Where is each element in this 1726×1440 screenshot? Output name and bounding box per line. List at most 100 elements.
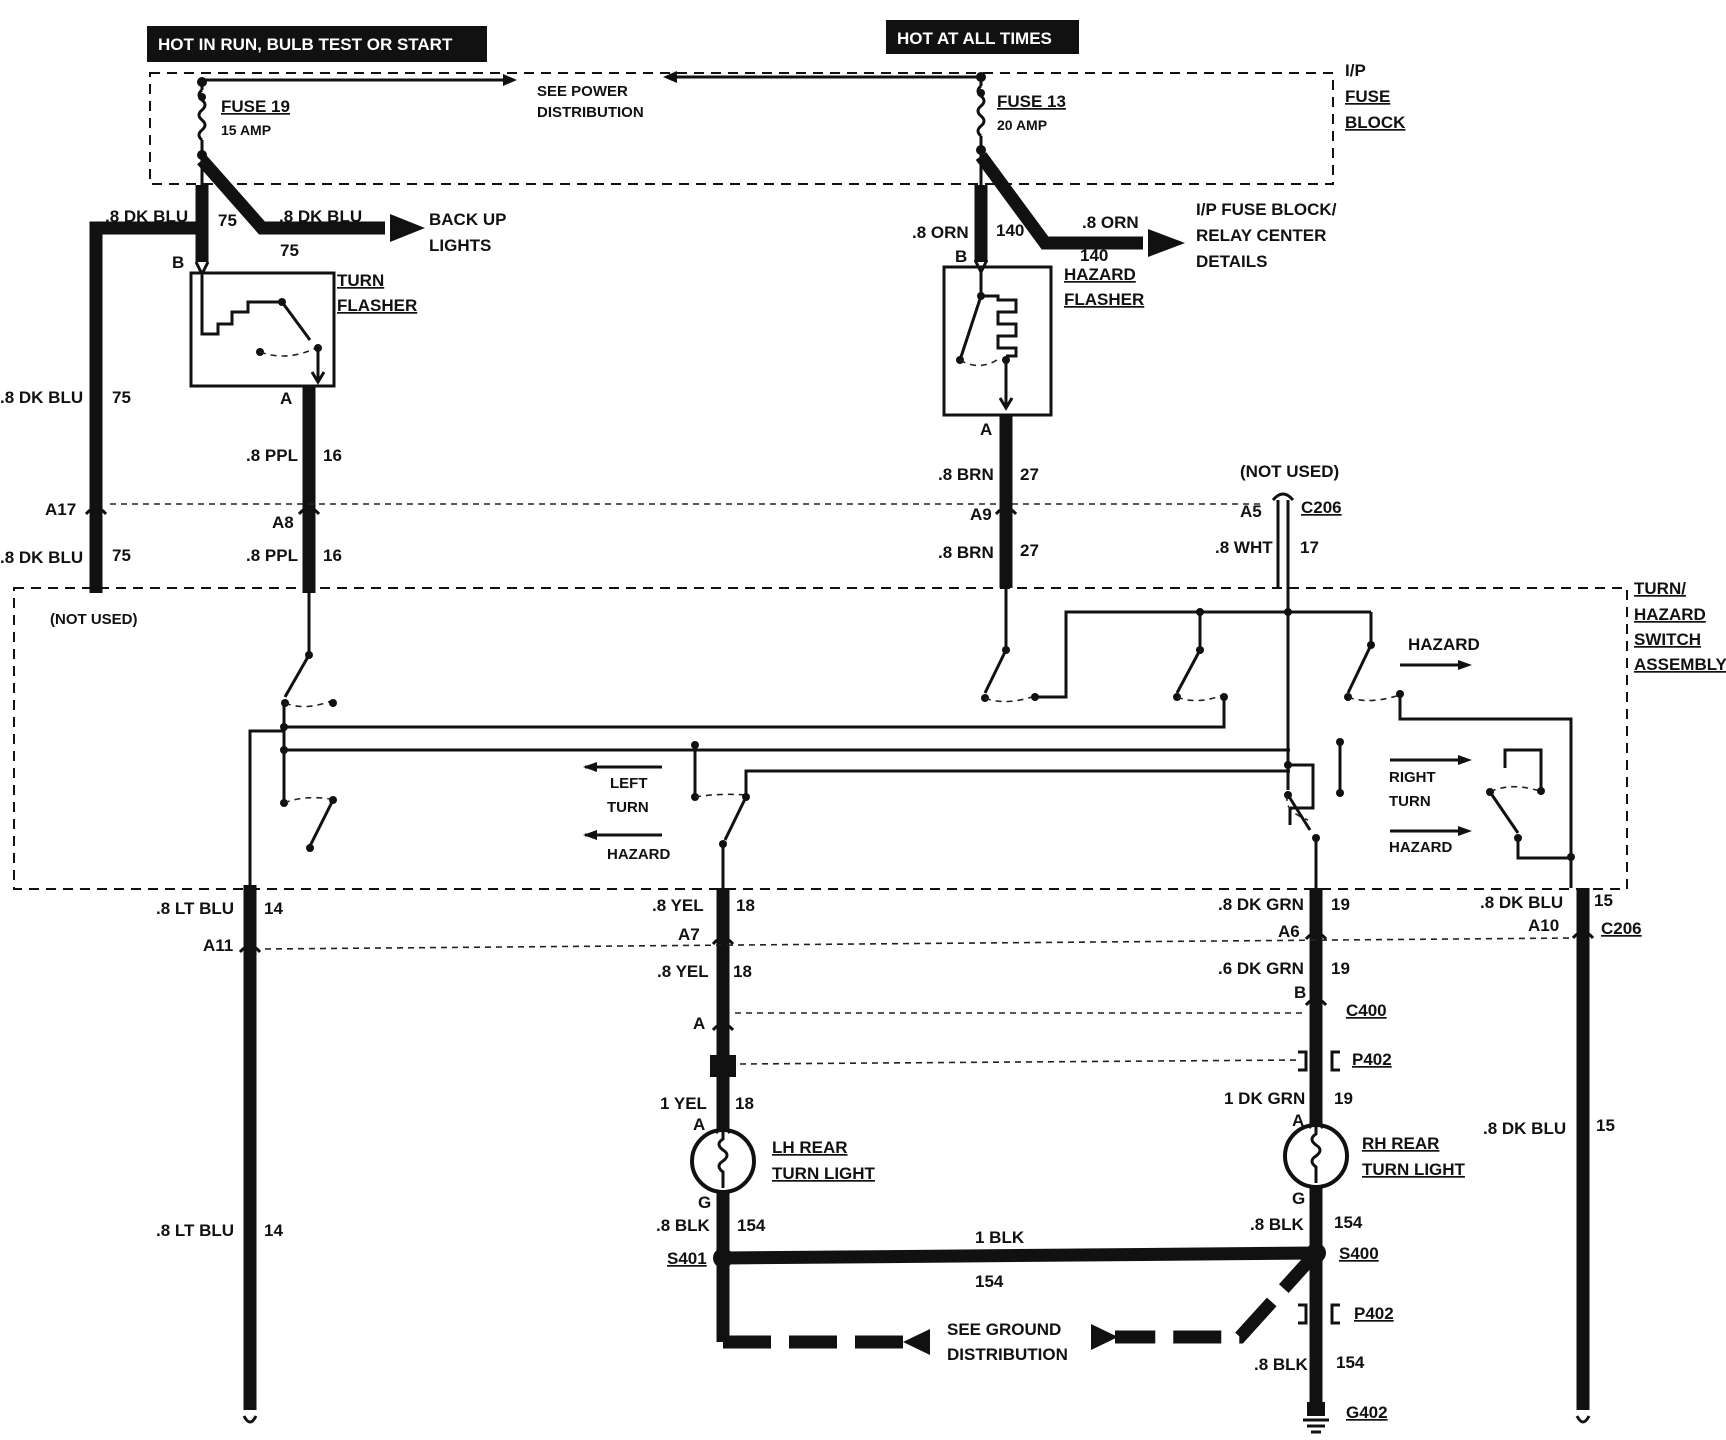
circuit-154-bridge-number: 154 xyxy=(975,1272,1004,1291)
switch-assembly-label-3: SWITCH xyxy=(1634,630,1701,649)
turn-flasher-pin-a: A xyxy=(280,389,292,408)
circuit-154-bridge-label: 1 BLK xyxy=(975,1228,1025,1247)
c400-connector-line xyxy=(711,997,1328,1032)
circuit-14-number: 14 xyxy=(264,899,283,918)
splice-s401-icon xyxy=(713,1248,733,1268)
arrow-right-icon xyxy=(503,74,517,86)
circuit-140-branch-label: .8 ORN xyxy=(1082,213,1139,232)
circuit-19-label-3: 1 DK GRN xyxy=(1224,1089,1305,1108)
rh-rear-turn-light xyxy=(1283,1117,1349,1196)
circuit-16-label-2: .8 PPL xyxy=(246,546,298,565)
p402-top-label: P402 xyxy=(1352,1050,1392,1069)
relay-center-line1: I/P FUSE BLOCK/ xyxy=(1196,200,1337,219)
relay-center-line3: DETAILS xyxy=(1196,252,1267,271)
switch-assembly-internals xyxy=(248,588,1575,888)
hazard-arrow-icon xyxy=(1458,660,1472,670)
lh-lamp-label-1: LH REAR xyxy=(772,1138,848,1157)
left-hazard-arrow-icon xyxy=(583,830,597,840)
circuit-18-label-3: 1 YEL xyxy=(660,1094,707,1113)
relay-center-arrow-icon xyxy=(1148,229,1185,257)
circuit-18-number: 18 xyxy=(736,896,755,915)
ip-fuse-block-label-1: I/P xyxy=(1345,61,1366,80)
banner-hot-at-all-times-text: HOT AT ALL TIMES xyxy=(897,29,1052,48)
see-ground-line1: SEE GROUND xyxy=(947,1320,1061,1339)
c206-lower-label: C206 xyxy=(1601,919,1642,938)
circuit-140-number: 140 xyxy=(996,221,1024,240)
c400-pin-a: A xyxy=(693,1014,705,1033)
circuit-14-label: .8 LT BLU xyxy=(156,899,234,918)
p402-bottom-label: P402 xyxy=(1354,1304,1394,1323)
circuit-19-number-3: 19 xyxy=(1334,1089,1353,1108)
circuit-17-number: 17 xyxy=(1300,538,1319,557)
turn-flasher-label-1: TURN xyxy=(337,271,384,290)
hazard-flasher-pin-a: A xyxy=(980,420,992,439)
connector-a10: A10 xyxy=(1528,916,1559,935)
circuit-75-wires xyxy=(89,155,425,593)
relay-center-line2: RELAY CENTER xyxy=(1196,226,1326,245)
circuit-15-label-bottom: .8 DK BLU xyxy=(1483,1119,1566,1138)
backup-lights-line2: LIGHTS xyxy=(429,236,491,255)
c400-pin-b: B xyxy=(1294,983,1306,1002)
hazard-flasher-pin-b: B xyxy=(955,247,967,266)
lh-lamp-pin-a: A xyxy=(693,1115,705,1134)
turn-hazard-switch-outline xyxy=(13,587,1628,890)
ground-left-arrow-icon xyxy=(903,1329,930,1355)
fuse-19-rating: 15 AMP xyxy=(221,122,271,138)
circuit-154-left-number: 154 xyxy=(737,1216,766,1235)
circuit-14-label-bottom: .8 LT BLU xyxy=(156,1221,234,1240)
circuit-75-label-branch: .8 DK BLU xyxy=(279,207,362,226)
rh-lamp-pin-g: G xyxy=(1292,1189,1305,1208)
ground-wiring xyxy=(713,1188,1340,1434)
left-turn-arrow-icon xyxy=(583,762,597,772)
switch-assembly-label-4: ASSEMBLY xyxy=(1634,655,1726,674)
circuit-19-label: .8 DK GRN xyxy=(1218,895,1304,914)
circuit-16-label: .8 PPL xyxy=(246,446,298,465)
circuit-140-label: .8 ORN xyxy=(912,223,969,242)
circuit-16-number: 16 xyxy=(323,446,342,465)
circuit-75-number-branch: 75 xyxy=(280,241,299,260)
right-hazard-label: HAZARD xyxy=(1389,839,1452,856)
circuit-15-number: 15 xyxy=(1594,891,1613,910)
right-turn-label-2: TURN xyxy=(1389,793,1431,810)
switch-hazard-top-label: HAZARD xyxy=(1408,635,1480,654)
ip-fuse-block-label-3: BLOCK xyxy=(1345,113,1406,132)
ip-fuse-block-label-2: FUSE xyxy=(1345,87,1390,106)
c206-upper-label: C206 xyxy=(1301,498,1342,517)
not-used-left: (NOT USED) xyxy=(50,611,138,628)
circuit-27-number-2: 27 xyxy=(1020,541,1039,560)
circuit-154-right-number: 154 xyxy=(1334,1213,1363,1232)
circuit-75-outer-number: 75 xyxy=(112,388,131,407)
circuit-19-number-2: 19 xyxy=(1331,959,1350,978)
turn-flasher xyxy=(189,261,336,388)
right-hazard-arrow-icon xyxy=(1458,826,1472,836)
ground-right-arrow-icon xyxy=(1091,1324,1118,1350)
arrow-left-icon xyxy=(663,71,677,83)
see-ground-line2: DISTRIBUTION xyxy=(947,1345,1068,1364)
c206-upper-connector-line xyxy=(84,492,1295,516)
circuit-19-number: 19 xyxy=(1331,895,1350,914)
fuse-19-name: FUSE 19 xyxy=(221,97,290,116)
circuit-154-bottom-label: .8 BLK xyxy=(1254,1355,1309,1374)
hazard-flasher xyxy=(942,259,1053,417)
rh-lamp-pin-a: A xyxy=(1292,1111,1304,1130)
circuit-27-number: 27 xyxy=(1020,465,1039,484)
backup-lights-arrow-icon xyxy=(390,214,425,242)
connector-a11: A11 xyxy=(203,936,233,955)
connector-a9: A9 xyxy=(970,505,992,524)
left-hazard-label: HAZARD xyxy=(607,846,670,863)
right-turn-arrow-icon xyxy=(1458,755,1472,765)
circuit-140-wires xyxy=(974,152,1185,262)
circuit-27-label-2: .8 BRN xyxy=(938,543,994,562)
circuit-154-right-label: .8 BLK xyxy=(1250,1215,1305,1234)
fuse-13-name: FUSE 13 xyxy=(997,92,1066,111)
banner-hot-in-run-text: HOT IN RUN, BULB TEST OR START xyxy=(158,35,453,54)
circuit-75-label-left: .8 DK BLU xyxy=(105,207,188,226)
see-power-line1: SEE POWER xyxy=(537,83,628,100)
circuit-75-outer-number-2: 75 xyxy=(112,546,131,565)
circuit-18-number-3: 18 xyxy=(735,1094,754,1113)
turn-flasher-pin-b: B xyxy=(172,253,184,272)
circuit-140-branch-number: 140 xyxy=(1080,246,1108,265)
not-used-right: (NOT USED) xyxy=(1240,462,1339,481)
circuit-27-label: .8 BRN xyxy=(938,465,994,484)
